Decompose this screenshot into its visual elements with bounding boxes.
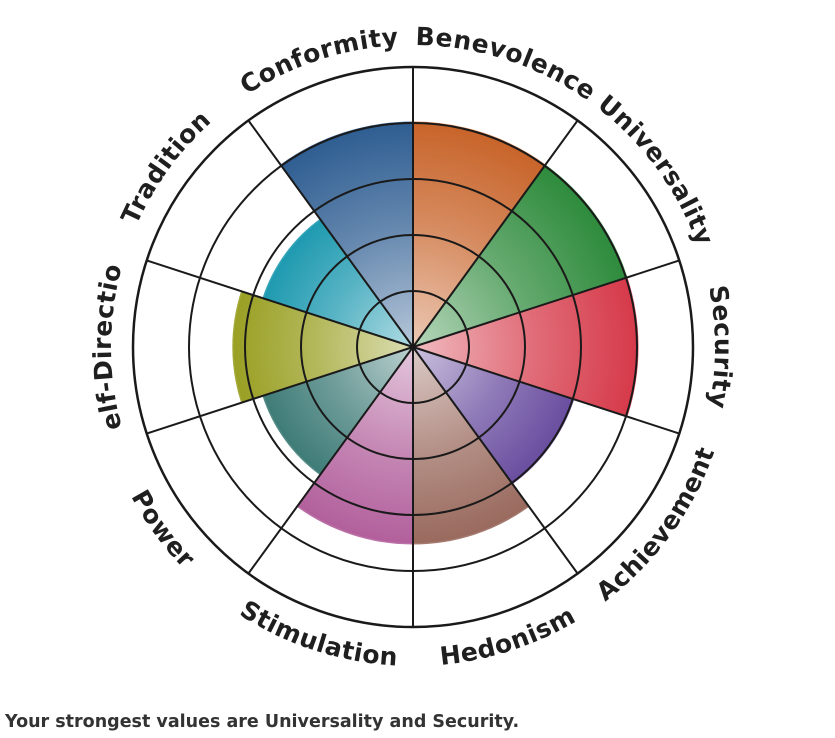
category-label-self-direction: Self-Direction xyxy=(0,0,128,433)
category-label-stimulation: Stimulation xyxy=(235,595,399,672)
wedge-universality xyxy=(413,165,627,347)
values-wheel-svg: BenevolenceUniversalitySecurityAchieveme… xyxy=(0,0,738,672)
category-label-universality: Universality xyxy=(593,89,720,249)
category-label-power: Power xyxy=(126,485,201,573)
wedge-self-direction xyxy=(233,291,413,403)
result-summary: Your strongest values are Universality a… xyxy=(5,712,520,732)
category-label-achievement: Achievement xyxy=(591,443,721,607)
wedge-achievement xyxy=(413,347,573,483)
wedge-rim-self-direction xyxy=(232,291,244,403)
wedge-benevolence xyxy=(413,123,545,347)
spoke-9 xyxy=(247,119,414,348)
wedge-power xyxy=(263,347,413,474)
category-label-security: Security xyxy=(703,283,738,411)
spoke-3 xyxy=(412,346,680,435)
spoke-8 xyxy=(146,259,414,348)
wedge-rim-power xyxy=(262,394,322,476)
spoke-group xyxy=(146,67,680,627)
spoke-2 xyxy=(412,259,680,348)
spoke-7 xyxy=(146,346,414,435)
wedge-rim-hedonism xyxy=(412,504,530,545)
wedge-rim-tradition xyxy=(262,218,322,300)
wedge-group xyxy=(232,121,639,545)
wedge-conformity xyxy=(281,123,413,347)
spoke-1 xyxy=(412,119,579,348)
category-label-conformity: Conformity xyxy=(235,22,400,99)
spoke-4 xyxy=(412,346,579,575)
category-label-tradition: Tradition xyxy=(115,105,216,229)
wedge-rim-stimulation xyxy=(296,504,414,545)
wedge-tradition xyxy=(263,220,413,347)
spoke-6 xyxy=(247,346,414,575)
category-label-benevolence: Benevolence xyxy=(415,22,601,106)
